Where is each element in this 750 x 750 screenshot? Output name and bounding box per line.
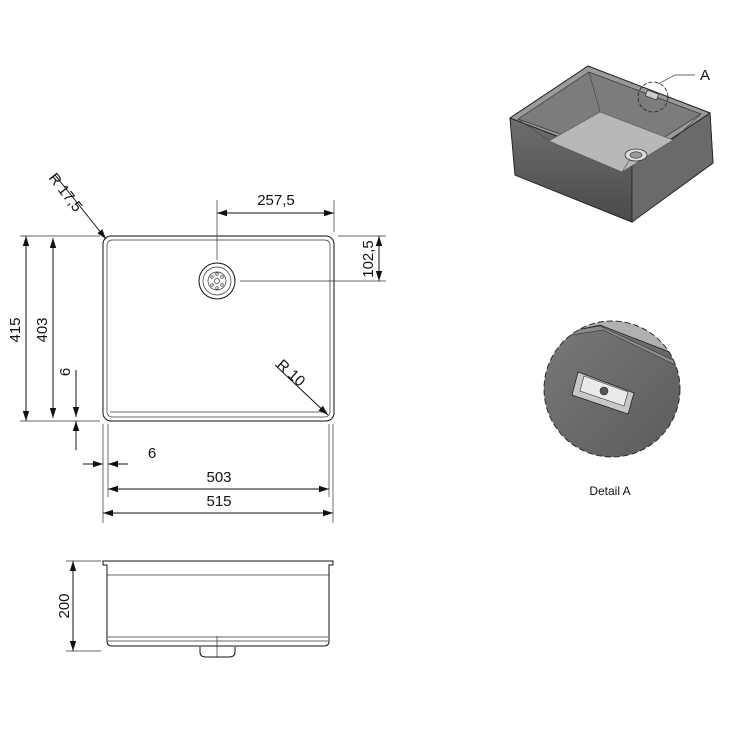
- sink-outline-inner: [106, 239, 331, 418]
- outer-depth-label: 415: [7, 317, 24, 342]
- rim-bottom-label: 6: [148, 445, 156, 462]
- inner-width-label: 503: [206, 469, 231, 486]
- detail-caption: Detail A: [589, 484, 630, 498]
- isometric-view: A: [508, 65, 714, 223]
- side-view: 200: [56, 560, 334, 658]
- drain-offset-y-label: 102,5: [360, 240, 377, 278]
- height-label: 200: [56, 593, 73, 618]
- sink-outline-outer: [102, 235, 335, 422]
- top-view: R 17,5 R 10 257,5 102,5 415 403 6 6: [7, 170, 386, 523]
- rim-left-label: 6: [57, 368, 74, 376]
- drain-offset-x-label: 257,5: [257, 192, 295, 209]
- detail-callout-label: A: [700, 67, 710, 84]
- radius-inner-label: R 10: [273, 356, 308, 390]
- radius-outer-label: R 17,5: [45, 170, 86, 215]
- detail-a-view: Detail A: [543, 320, 681, 498]
- drain-icon: [198, 262, 236, 300]
- inner-depth-label: 403: [34, 317, 51, 342]
- outer-width-label: 515: [206, 493, 231, 510]
